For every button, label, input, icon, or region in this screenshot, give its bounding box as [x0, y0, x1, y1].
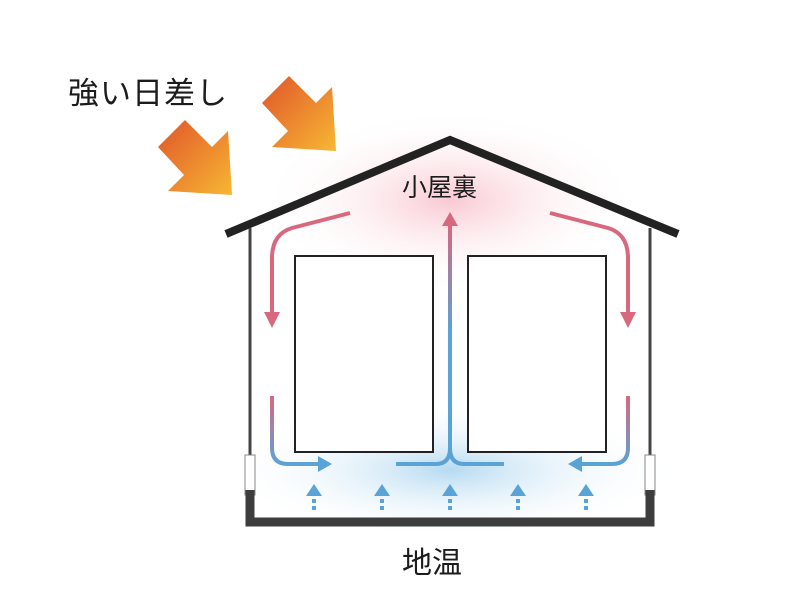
ground-heat-arrow-2 — [374, 484, 390, 510]
side-flow-right-head — [568, 456, 582, 472]
ground-temperature-label: 地温 — [402, 546, 462, 581]
ground-heat-arrows — [306, 484, 594, 510]
ground-heat-arrow-5 — [578, 484, 594, 510]
side-flow-left-head — [318, 456, 332, 472]
left-wall-vent — [244, 454, 256, 496]
foundation — [245, 490, 655, 527]
side-flow-left — [270, 396, 322, 466]
center-updraft-head — [442, 212, 458, 226]
attic-label: 小屋裏 — [402, 173, 478, 202]
roof — [224, 135, 680, 238]
side-flow-right — [578, 396, 630, 466]
sun-arrow-left — [158, 120, 232, 195]
ground-heat-arrow-3 — [442, 484, 458, 510]
ground-heat-arrow-1 — [306, 484, 322, 510]
sun-arrow-right — [262, 76, 336, 151]
room-right — [467, 255, 607, 453]
ground-heat-arrow-4 — [510, 484, 526, 510]
room-left — [294, 255, 434, 453]
attic-heat-glow — [260, 110, 640, 290]
right-wall-vent — [644, 454, 656, 496]
warm-air-arrow-right — [549, 211, 636, 328]
warm-air-arrow-left — [264, 211, 351, 328]
center-updraft-right — [448, 447, 504, 466]
sunlight-label: 強い日差し — [68, 76, 228, 112]
